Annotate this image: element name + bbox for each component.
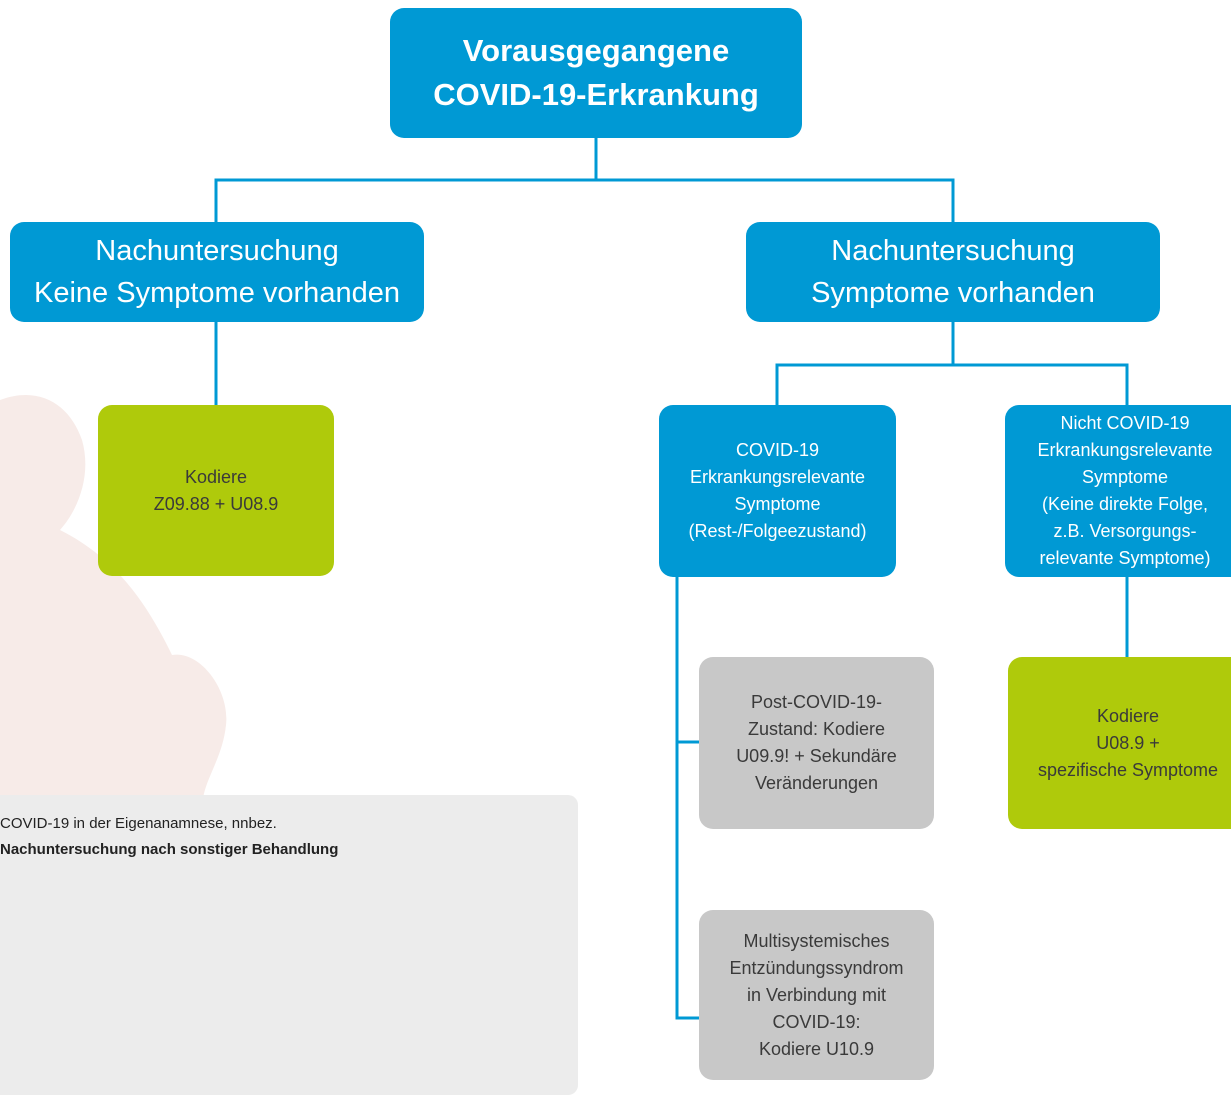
multisystem-box: Multisystemisches Entzündungssyndrom in … (699, 910, 934, 1080)
not-relevant-line-1: Nicht COVID-19 (1060, 413, 1190, 433)
relevant-symptoms-box: COVID-19 Erkrankungsrelevante Symptome (… (659, 405, 896, 577)
left-branch-line-1: Nachuntersuchung (95, 235, 339, 267)
multisystem-line-2: Entzündungssyndrom (729, 957, 904, 978)
right-branch-line-2: Symptome vorhanden (811, 277, 1095, 309)
multisystem-line-1: Multisystemisches (743, 930, 890, 951)
relevant-line-3: Symptome (734, 494, 821, 514)
multisystem-line-5: Kodiere U10.9 (758, 1038, 875, 1059)
post-covid-line-4: Veränderungen (754, 773, 879, 793)
root-line-2: COVID-19-Erkrankung (433, 77, 759, 112)
not-relevant-result-line-3: spezifische Symptome (1037, 759, 1219, 780)
legend-box: COVID-19 in der Eigenanamnese, nnbez. Na… (0, 795, 578, 1095)
not-relevant-result-box: Kodiere U08.9 + spezifische Symptome (1008, 657, 1231, 829)
connector-right-notrelevant (953, 363, 1129, 405)
relevant-line-2: Erkrankungsrelevante (689, 467, 866, 487)
left-branch-line-2: Keine Symptome vorhanden (34, 277, 400, 309)
not-relevant-line-3: Symptome (1081, 467, 1169, 487)
left-result-line-2: Z09.88 + U08.9 (153, 493, 279, 514)
left-result-box: Kodiere Z09.88 + U08.9 (98, 405, 334, 576)
not-relevant-symptoms-box: Nicht COVID-19 Erkrankungsrelevante Symp… (1005, 405, 1231, 577)
post-covid-line-3: U09.9! + Sekundäre (736, 746, 897, 766)
not-relevant-line-2: Erkrankungsrelevante (1037, 440, 1213, 460)
right-branch-box: Nachuntersuchung Symptome vorhanden (746, 222, 1160, 322)
connector-multisystem (675, 742, 700, 1020)
relevant-line-4: (Rest-/Folgeezustand) (688, 521, 867, 541)
connector-root-right (596, 178, 955, 222)
left-branch-box: Nachuntersuchung Keine Symptome vorhande… (10, 222, 424, 322)
post-covid-line-1: Post-COVID-19- (750, 692, 883, 712)
multisystem-line-4: COVID-19: (772, 1011, 861, 1032)
not-relevant-line-5: z.B. Versorgungs- (1053, 521, 1197, 541)
root-box: Vorausgegangene COVID-19-Erkrankung (390, 8, 802, 138)
post-covid-box: Post-COVID-19- Zustand: Kodiere U09.9! +… (699, 657, 934, 829)
left-result-line-1: Kodiere (184, 466, 248, 487)
multisystem-line-3: in Verbindung mit (746, 984, 887, 1005)
connector-right-subbranches (775, 322, 955, 405)
connector-root-branches (214, 138, 598, 222)
connector-postcovid (675, 577, 700, 744)
relevant-line-1: COVID-19 (735, 440, 820, 460)
post-covid-line-2: Zustand: Kodiere (747, 719, 886, 739)
not-relevant-line-4: (Keine direkte Folge, (1041, 494, 1209, 514)
not-relevant-result-line-1: Kodiere (1096, 705, 1160, 726)
not-relevant-line-6: relevante Symptome) (1039, 548, 1211, 568)
legend-line-2: Nachuntersuchung nach sonstiger Behandlu… (0, 841, 339, 858)
legend-line-1: COVID-19 in der Eigenanamnese, nnbez. (0, 815, 277, 832)
right-branch-line-1: Nachuntersuchung (831, 235, 1075, 267)
not-relevant-result-line-2: U08.9 + (1096, 732, 1160, 753)
root-line-1: Vorausgegangene (462, 33, 730, 68)
